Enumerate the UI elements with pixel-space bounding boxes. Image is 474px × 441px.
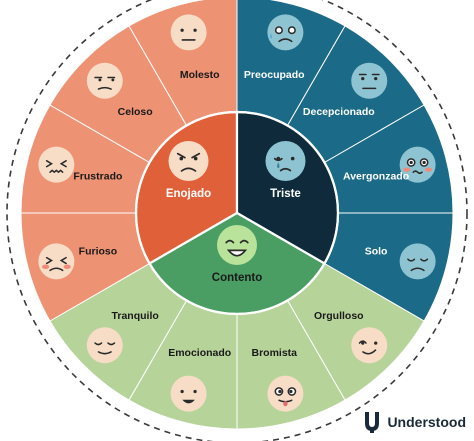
feeling-label-molesto: Molesto xyxy=(180,69,220,81)
crying-face-icon xyxy=(265,141,306,181)
core-label-enojado: Enojado xyxy=(166,188,211,200)
dashed-outer-ring xyxy=(6,0,468,441)
excited-face-icon xyxy=(170,375,207,412)
brand-name: Understood xyxy=(387,414,466,430)
embarrassed-face-icon xyxy=(399,146,436,183)
feeling-label-avergonzado: Avergonzado xyxy=(343,171,409,183)
feeling-label-tranquilo: Tranquilo xyxy=(112,310,159,322)
frustrated-face-icon xyxy=(38,146,75,183)
proud-face-icon xyxy=(351,327,388,364)
grinning-face-icon xyxy=(217,225,257,265)
inner-ring-border xyxy=(134,110,340,316)
understood-logo-icon xyxy=(365,412,380,433)
core-label-triste: Triste xyxy=(270,188,301,200)
neutral-face-icon xyxy=(351,62,388,99)
feeling-label-orgulloso: Orgulloso xyxy=(314,310,364,322)
feeling-label-frustrado: Frustrado xyxy=(73,171,122,183)
worried-face-icon xyxy=(267,14,304,51)
calm-face-icon xyxy=(86,327,123,364)
furious-face-icon xyxy=(38,243,75,280)
feeling-label-celoso: Celoso xyxy=(118,106,153,118)
brand-logo: Understood xyxy=(361,409,466,435)
feeling-label-decepcionado: Decepcionado xyxy=(303,106,375,118)
angry-face-icon xyxy=(168,141,209,181)
silly-face-icon xyxy=(267,375,304,412)
feeling-label-preocupado: Preocupado xyxy=(244,69,305,81)
feeling-label-furioso: Furioso xyxy=(79,245,118,257)
jealous-face-icon xyxy=(86,62,123,99)
feeling-label-solo: Solo xyxy=(365,245,388,257)
feeling-label-bromista: Bromista xyxy=(252,347,298,359)
lonely-face-icon xyxy=(399,243,436,280)
core-label-contento: Contento xyxy=(212,272,262,284)
annoyed-face-icon xyxy=(170,14,207,51)
feeling-label-emocionado: Emocionado xyxy=(168,347,231,359)
